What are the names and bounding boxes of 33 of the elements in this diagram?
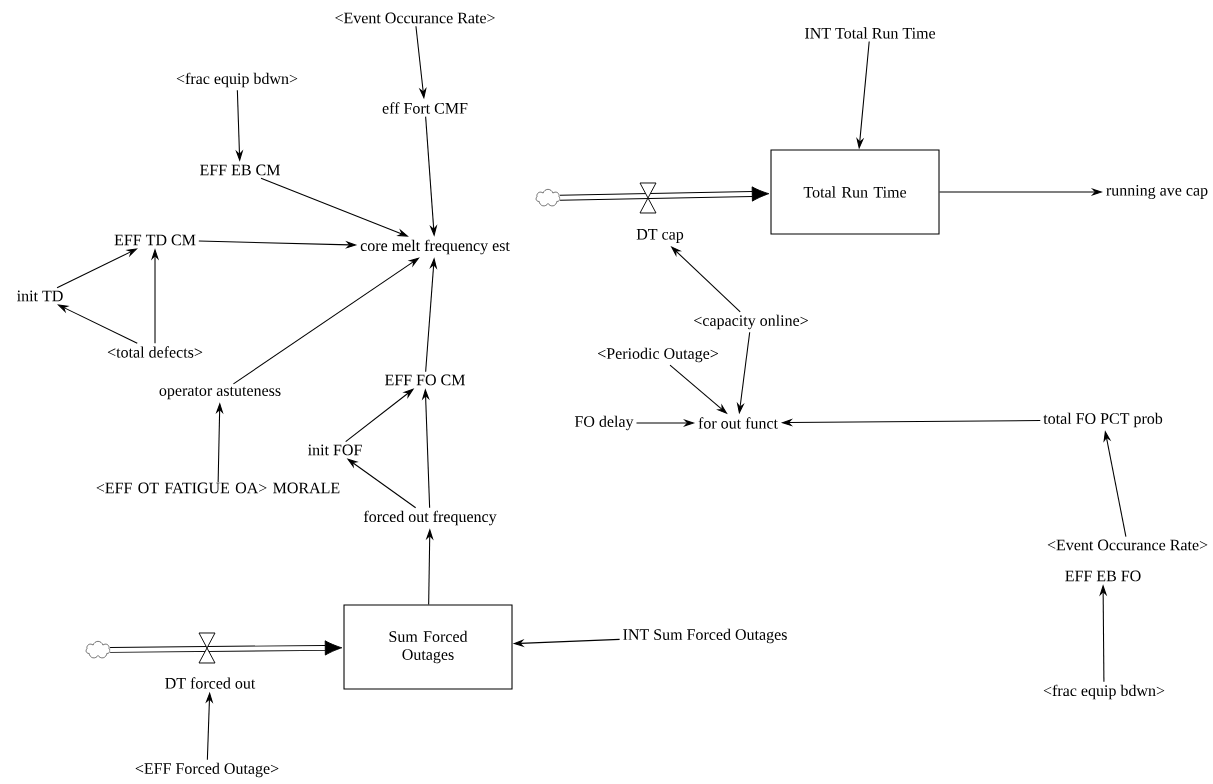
variable-name: EFF EB CM	[200, 164, 280, 176]
variable-name: running ave cap	[1106, 184, 1208, 199]
stock-box: Sum Forced Outages	[343, 604, 513, 690]
variable-name: forced out frequency	[363, 510, 497, 526]
variable-name: for out funct	[698, 417, 778, 429]
variable-name: INT Sum Forced Outages	[623, 628, 787, 644]
variable-name: <total defects>	[107, 346, 203, 358]
cloud-symbol	[85, 641, 111, 659]
variable-name: init TD	[17, 290, 63, 302]
flow-pipe	[110, 640, 343, 656]
variable-name: <Event Occurance Rate>	[335, 12, 495, 24]
variable-name: init FOF	[308, 444, 362, 456]
variable-name: DT cap	[636, 229, 684, 243]
stock-box: Total Run Time	[770, 149, 940, 235]
variable-name: EFF TD CM	[114, 234, 196, 246]
flow-pipe	[560, 186, 770, 202]
variable-name: <EFF Forced Outage>	[135, 762, 279, 778]
variable-name: <frac equip bdwn>	[176, 72, 298, 88]
variable-name: EFF FO CM	[385, 374, 465, 386]
variable-name: EFF EB FO	[1065, 570, 1141, 582]
variable-name: <capacity online>	[694, 314, 808, 330]
variable-name: eff Fort CMF	[382, 102, 468, 114]
variable-name: operator astuteness	[159, 386, 281, 400]
variable-name: DT forced out	[165, 677, 256, 689]
variable-name: <Event Occurance Rate>	[1047, 539, 1208, 551]
variable-name: INT Total Run Time	[805, 27, 936, 39]
variable-name: <frac equip bdwn>	[1043, 684, 1165, 700]
variable-name: <Periodic Outage>	[598, 347, 719, 363]
variable-name: FO delay	[574, 415, 634, 431]
cloud-symbol	[535, 189, 561, 207]
variable-name: total FO PCT prob	[1043, 412, 1163, 428]
variable-name: <EFF OT FATIGUE OA> MORALE	[96, 482, 340, 494]
variable-name: core melt frequency est	[360, 239, 510, 255]
